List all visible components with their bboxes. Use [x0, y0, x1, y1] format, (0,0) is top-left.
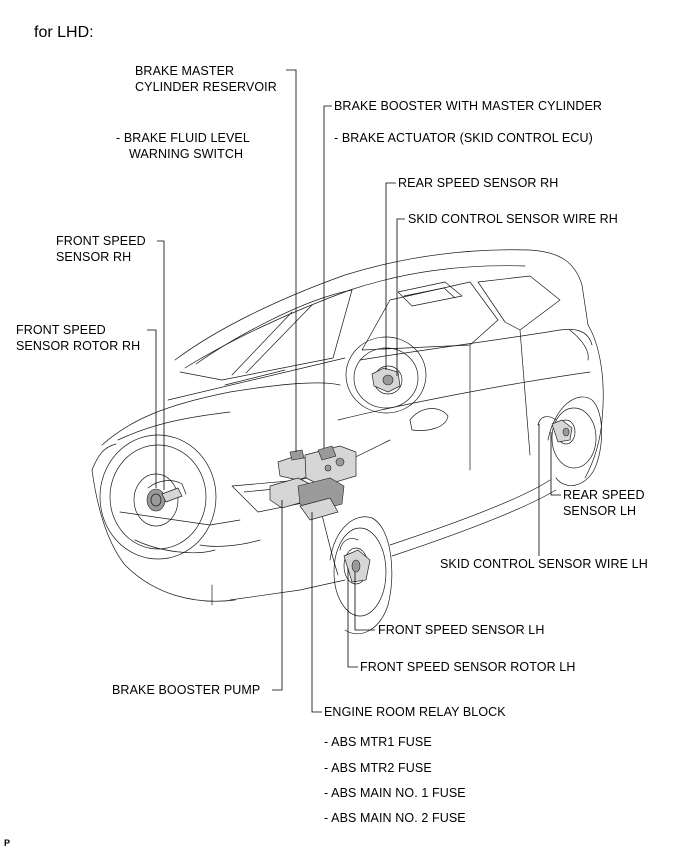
rear-lh-wheel — [537, 396, 602, 486]
label-front-speed-rotor-lh: FRONT SPEED SENSOR ROTOR LH — [360, 660, 576, 674]
label-brake-fluid-level-switch: - BRAKE FLUID LEVEL WARNING SWITCH — [116, 131, 250, 161]
label-fuse-abs-main-1: - ABS MAIN NO. 1 FUSE — [324, 786, 466, 800]
front-lh-wheel — [329, 516, 393, 635]
label-rear-speed-sensor-rh: REAR SPEED SENSOR RH — [398, 176, 559, 190]
label-brake-booster-pump: BRAKE BOOSTER PUMP — [112, 683, 261, 697]
label-rear-speed-sensor-lh: REAR SPEED SENSOR LH — [563, 488, 645, 518]
label-brake-booster: BRAKE BOOSTER WITH MASTER CYLINDER — [334, 99, 603, 113]
label-fuse-abs-main-2: - ABS MAIN NO. 2 FUSE — [324, 811, 466, 825]
label-brake-master-reservoir: BRAKE MASTER CYLINDER RESERVOIR — [135, 64, 277, 94]
label-fuse-abs-mtr1: - ABS MTR1 FUSE — [324, 735, 432, 749]
label-front-speed-rotor-rh: FRONT SPEED SENSOR ROTOR RH — [16, 323, 141, 353]
label-front-speed-sensor-rh: FRONT SPEED SENSOR RH — [56, 234, 146, 264]
figure-code: P — [4, 838, 11, 848]
label-skid-control-wire-lh: SKID CONTROL SENSOR WIRE LH — [440, 557, 648, 571]
diagram-heading: for LHD: — [34, 24, 94, 41]
engine-bay-components — [269, 445, 357, 521]
label-engine-room-relay-block: ENGINE ROOM RELAY BLOCK — [324, 705, 506, 719]
label-brake-actuator: - BRAKE ACTUATOR (SKID CONTROL ECU) — [334, 131, 593, 145]
leader-lines — [147, 69, 561, 713]
label-fuse-abs-mtr2: - ABS MTR2 FUSE — [324, 761, 432, 775]
label-front-speed-sensor-lh: FRONT SPEED SENSOR LH — [378, 623, 545, 637]
car-body — [91, 249, 604, 606]
rear-rh-wheel — [345, 336, 427, 414]
label-skid-control-wire-rh: SKID CONTROL SENSOR WIRE RH — [408, 212, 618, 226]
front-rh-wheel — [99, 434, 217, 560]
